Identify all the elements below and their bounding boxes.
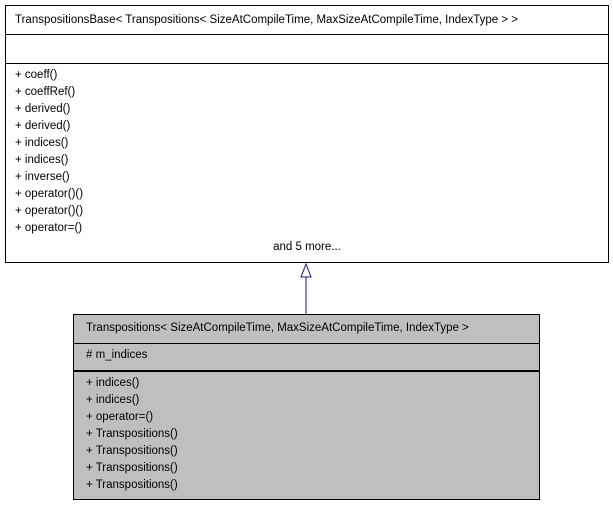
derived-operation-item: + operator=() <box>86 411 154 423</box>
derived-operation-item: + indices() <box>86 394 140 406</box>
inheritance-arrowhead <box>300 262 312 278</box>
derived-class-name: Transpositions< SizeAtCompileTime, MaxSi… <box>86 322 469 334</box>
base-operation-item: + derived() <box>15 103 71 115</box>
base-class-name: TranspositionsBase< Transpositions< Size… <box>15 14 519 26</box>
base-operation-item: + operator()() <box>15 205 84 217</box>
derived-class-title-section: Transpositions< SizeAtCompileTime, MaxSi… <box>74 315 539 343</box>
derived-operation-item: + Transpositions() <box>86 479 178 491</box>
more-operations-label[interactable]: and 5 more... <box>273 241 341 253</box>
base-operation-item: + indices() <box>15 154 69 166</box>
derived-class-box[interactable]: Transpositions< SizeAtCompileTime, MaxSi… <box>73 314 540 500</box>
derived-operation-item: + indices() <box>86 377 140 389</box>
base-operation-item: + operator()() <box>15 188 84 200</box>
base-operation-item: + indices() <box>15 137 69 149</box>
base-operation-item: + coeffRef() <box>15 86 76 98</box>
base-operation-item: + coeff() <box>15 69 58 81</box>
base-class-title-section: TranspositionsBase< Transpositions< Size… <box>6 6 608 34</box>
base-class-box[interactable]: TranspositionsBase< Transpositions< Size… <box>5 5 609 263</box>
base-operation-item: + derived() <box>15 120 71 132</box>
derived-class-attributes-section: # m_indices <box>74 343 539 370</box>
derived-attribute-item: # m_indices <box>86 349 148 361</box>
derived-operation-item: + Transpositions() <box>86 445 178 457</box>
derived-operation-item: + Transpositions() <box>86 428 178 440</box>
base-operation-item: + inverse() <box>15 171 70 183</box>
derived-operation-item: + Transpositions() <box>86 462 178 474</box>
base-operation-item: + operator=() <box>15 222 83 234</box>
derived-class-operations-section: + indices() + indices() + operator=() + … <box>74 370 539 494</box>
base-class-operations-section: + coeff() + coeffRef() + derived() + der… <box>6 63 608 262</box>
base-class-attributes-section <box>6 34 608 63</box>
